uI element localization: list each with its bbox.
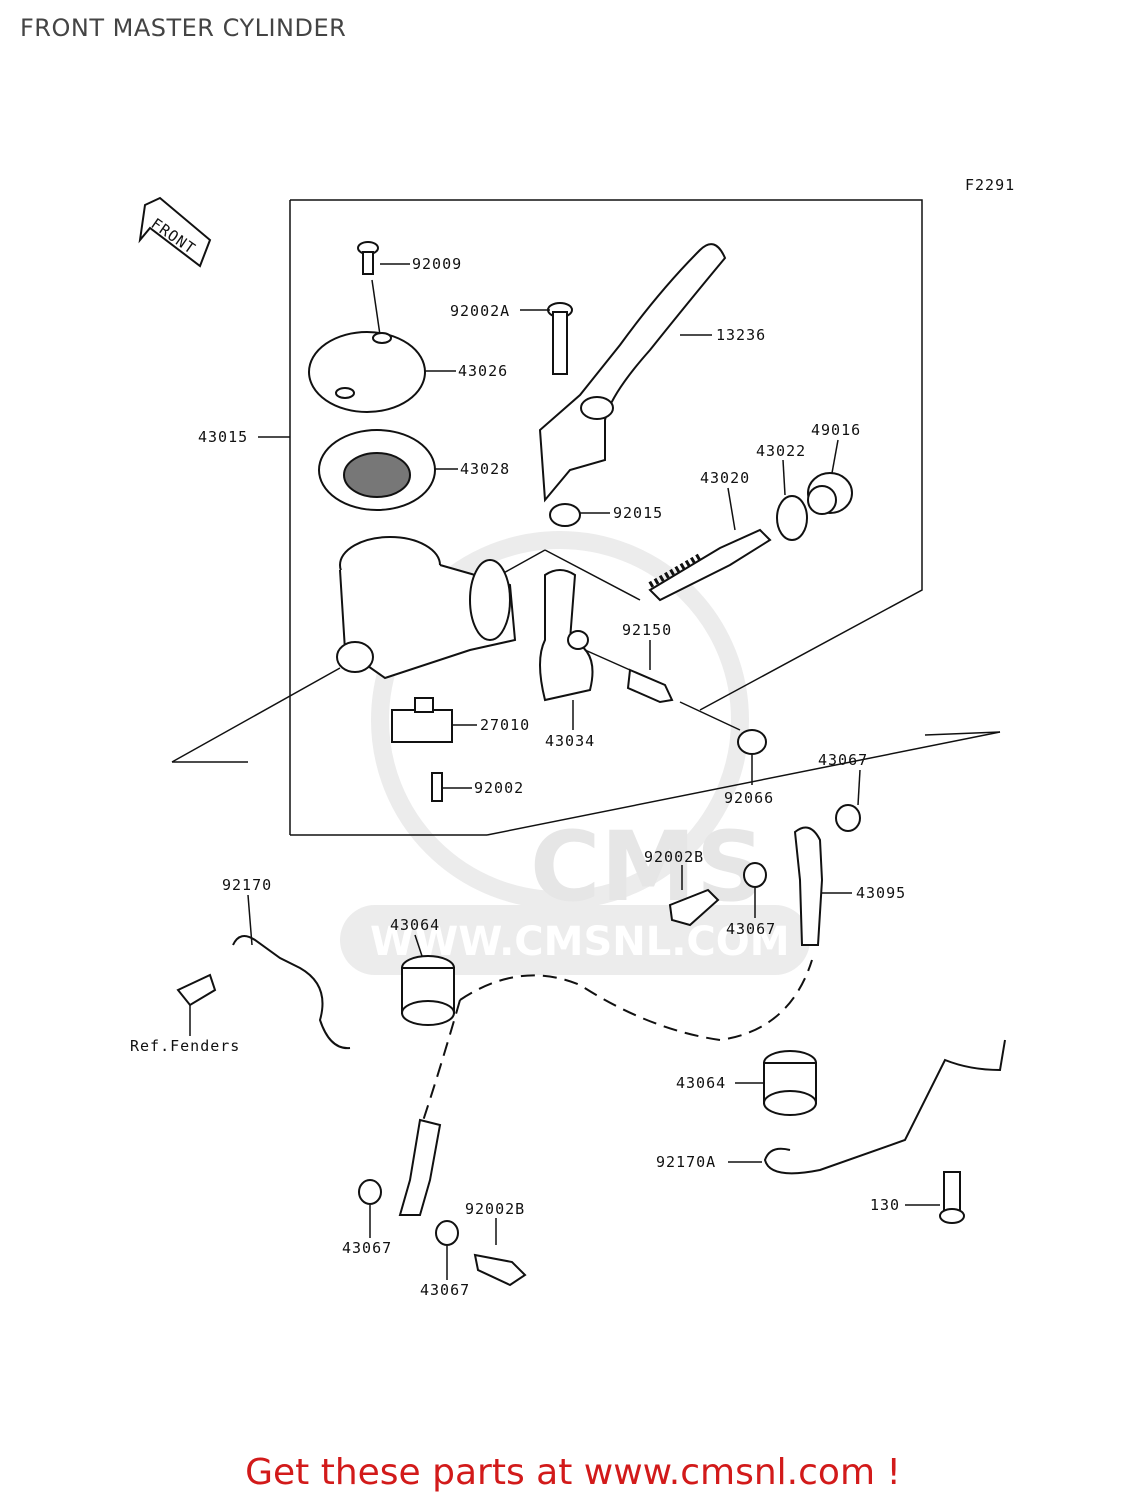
callout-43067d: 43067 <box>420 1281 470 1299</box>
lower-banjo-fitting <box>398 1118 442 1216</box>
callout-92002b-top: 92002B <box>644 848 704 866</box>
washer-43067d <box>435 1220 459 1246</box>
washer-43067b <box>743 862 767 888</box>
master-cylinder-body <box>336 536 517 680</box>
hose-bracket-a <box>763 1039 1006 1175</box>
callout-92170: 92170 <box>222 876 272 894</box>
watermark: CMS WWW.CMSNL.COM <box>340 531 810 975</box>
callout-92009: 92009 <box>412 255 462 273</box>
pivot-bolt <box>547 302 573 375</box>
banjo-bolt-bottom <box>473 1253 527 1287</box>
callout-92066: 92066 <box>724 789 774 807</box>
cap-92066 <box>737 729 767 755</box>
piston-assembly <box>648 528 772 602</box>
callout-43034: 43034 <box>545 732 595 750</box>
washer-43067a <box>835 804 861 832</box>
callout-92170a: 92170A <box>656 1153 716 1171</box>
callout-92002a: 92002A <box>450 302 510 320</box>
front-direction-arrow: FRONT <box>138 196 212 268</box>
assembly-outline <box>171 199 1001 836</box>
screw-92009 <box>357 241 379 275</box>
banjo-bolt-top <box>668 888 720 927</box>
callout-13236: 13236 <box>716 326 766 344</box>
callout-43015: 43015 <box>198 428 248 446</box>
callout-43067b: 43067 <box>726 920 776 938</box>
callout-92015: 92015 <box>613 504 663 522</box>
brake-hose <box>419 959 813 1131</box>
page-title: FRONT MASTER CYLINDER <box>20 14 347 42</box>
callout-43064b: 43064 <box>676 1074 726 1092</box>
callout-43067a: 43067 <box>818 751 868 769</box>
figure-code: F2291 <box>965 176 1015 194</box>
promo-link[interactable]: Get these parts at www.cmsnl.com ! <box>245 1452 901 1493</box>
clamp <box>539 569 594 702</box>
leader-lines <box>189 263 940 1280</box>
watermark-brand: CMS <box>530 811 765 923</box>
callout-49016: 49016 <box>811 421 861 439</box>
grommet-43064b <box>763 1050 817 1116</box>
switch <box>391 697 453 743</box>
callout-43095: 43095 <box>856 884 906 902</box>
callout-43028: 43028 <box>460 460 510 478</box>
washer-43067c <box>358 1179 382 1205</box>
brake-lever <box>538 243 727 503</box>
clamp-bolt <box>584 649 741 731</box>
callout-27010: 27010 <box>480 716 530 734</box>
bolt-130 <box>939 1171 965 1224</box>
callout-92150: 92150 <box>622 621 672 639</box>
switch-screw <box>431 772 443 802</box>
banjo-fitting <box>793 826 824 946</box>
dust-boot <box>807 472 853 515</box>
callout-ref-fenders: Ref.Fenders <box>130 1037 240 1055</box>
callout-43064a: 43064 <box>390 916 440 934</box>
callout-43020: 43020 <box>700 469 750 487</box>
reservoir-cap <box>308 331 426 413</box>
callout-labels: 92009 92002A 13236 43026 43015 43028 490… <box>130 255 906 1299</box>
callout-130: 130 <box>870 1196 900 1214</box>
callout-43026: 43026 <box>458 362 508 380</box>
diaphragm <box>318 429 436 511</box>
callout-92002b-bottom: 92002B <box>465 1200 525 1218</box>
bracket-bolt <box>176 973 217 1007</box>
hose-bracket <box>232 935 351 1050</box>
lever-nut <box>549 503 581 527</box>
grommet-43064a <box>401 955 455 1026</box>
callout-43022: 43022 <box>756 442 806 460</box>
callout-92002: 92002 <box>474 779 524 797</box>
circlip <box>776 495 808 541</box>
callout-43067c: 43067 <box>342 1239 392 1257</box>
